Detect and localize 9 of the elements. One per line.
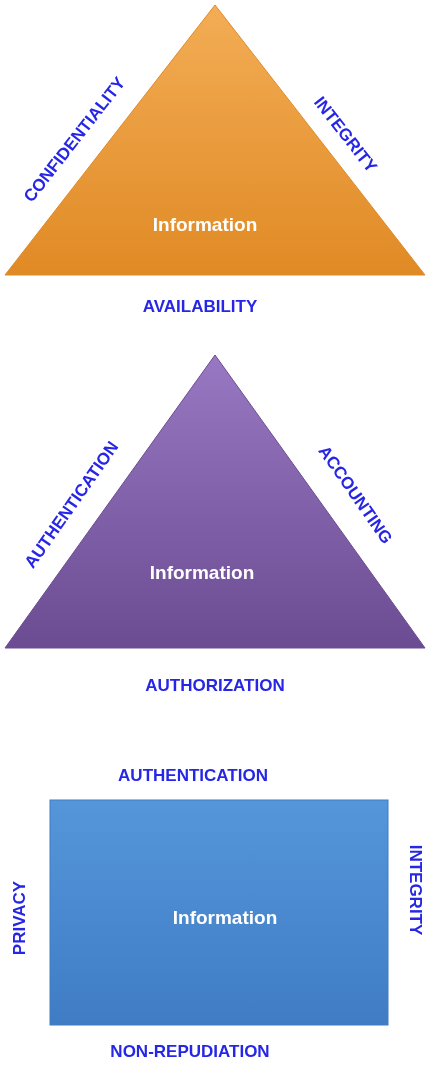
side-label: INTEGRITY bbox=[405, 844, 425, 936]
side-label: NON-REPUDIATION bbox=[110, 1042, 270, 1062]
side-label: AUTHORIZATION bbox=[145, 676, 285, 696]
node-label: Information bbox=[172, 907, 278, 929]
side-label: AUTHENTICATION bbox=[118, 766, 268, 786]
side-label: PRIVACY bbox=[10, 880, 30, 956]
node-label: Information bbox=[152, 214, 258, 236]
node-label: Information bbox=[149, 562, 255, 584]
side-label: AVAILABILITY bbox=[142, 297, 258, 317]
